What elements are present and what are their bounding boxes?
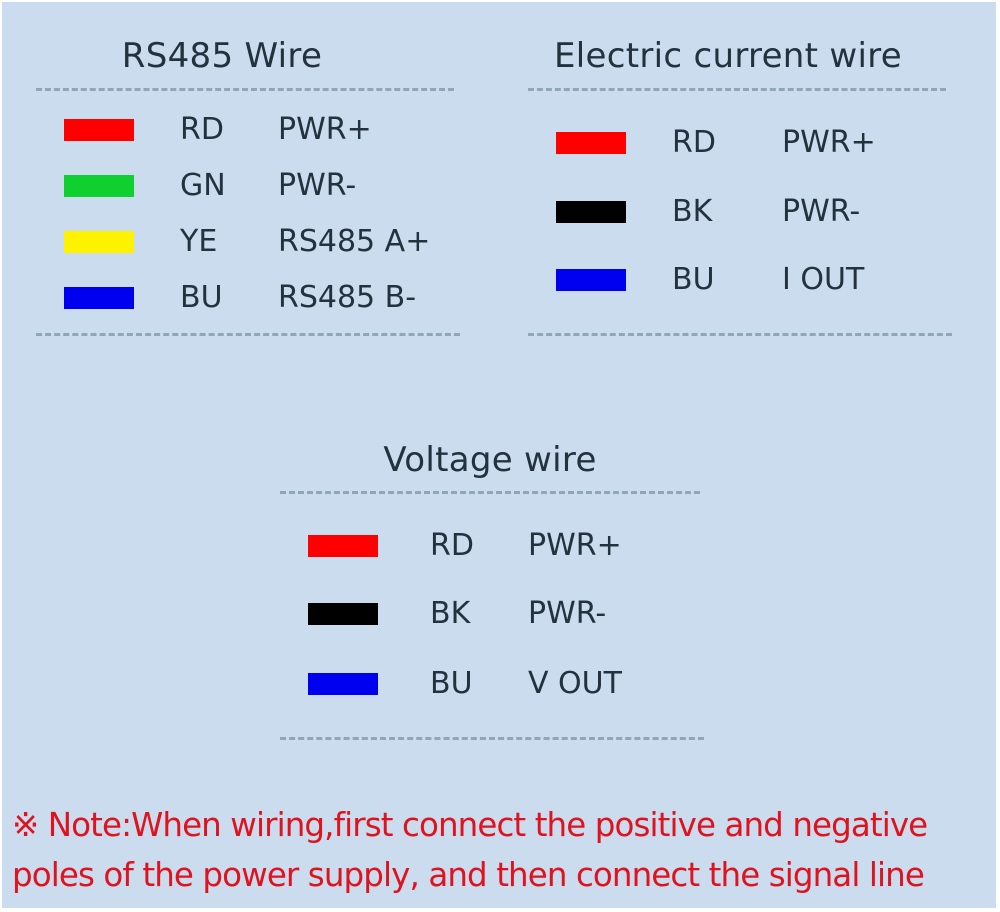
group-title: Voltage wire [383,440,597,480]
bottom-divider [528,333,952,336]
wire-color-swatch [64,231,134,253]
wire-color-code: BK [672,194,713,229]
wire-color-code: GN [180,168,226,203]
wire-color-code: BK [430,596,471,631]
wire-color-swatch [308,673,378,695]
wire-color-code: BU [180,280,223,315]
wire-color-code: RD [672,125,716,160]
wire-function: V OUT [528,666,622,701]
wire-row: BK PWR- [528,192,958,232]
wire-color-swatch [64,119,134,141]
wire-row: RD PWR+ [528,123,958,163]
wire-color-swatch [308,603,378,625]
wire-function: PWR- [278,168,357,203]
group-title: Electric current wire [554,36,902,76]
wire-function: PWR+ [782,125,876,160]
bottom-divider [36,333,460,336]
wire-row: RD PWR+ [32,110,462,150]
voltage-wire-group: Voltage wire RD PWR+ BK PWR- BU V OUT [280,436,710,746]
top-divider [36,88,454,91]
wire-function: I OUT [782,262,865,297]
wire-color-code: YE [180,224,218,259]
wire-row: BU I OUT [528,260,958,300]
wire-color-code: RD [180,112,224,147]
wire-function: PWR- [782,194,861,229]
wire-color-swatch [556,269,626,291]
wire-color-code: BU [672,262,715,297]
wire-function: PWR- [528,596,607,631]
wire-color-swatch [64,287,134,309]
wire-function: RS485 B- [278,280,417,315]
wire-row: BU V OUT [280,664,710,704]
wire-color-swatch [308,535,378,557]
note-line-1: ※ Note:When wiring,first connect the pos… [12,806,928,844]
top-divider [528,88,946,91]
wire-color-swatch [556,201,626,223]
wire-color-swatch [556,132,626,154]
wiring-note: ※ Note:When wiring,first connect the pos… [12,800,996,900]
wire-color-code: RD [430,528,474,563]
wire-color-code: BU [430,666,473,701]
top-divider [280,491,700,494]
wire-function: RS485 A+ [278,224,431,259]
group-title: RS485 Wire [121,36,323,76]
wire-function: PWR+ [278,112,372,147]
wire-row: RD PWR+ [280,526,710,566]
wire-row: BU RS485 B- [32,278,462,318]
bottom-divider [280,737,704,740]
rs485-wire-group: RS485 Wire RD PWR+ GN PWR- YE RS485 A+ B… [32,32,462,342]
wire-row: GN PWR- [32,166,462,206]
wire-function: PWR+ [528,528,622,563]
note-line-2: poles of the power supply, and then conn… [12,856,925,894]
wire-row: BK PWR- [280,594,710,634]
wire-color-swatch [64,175,134,197]
electric-current-wire-group: Electric current wire RD PWR+ BK PWR- BU… [528,32,958,342]
wire-row: YE RS485 A+ [32,222,462,262]
